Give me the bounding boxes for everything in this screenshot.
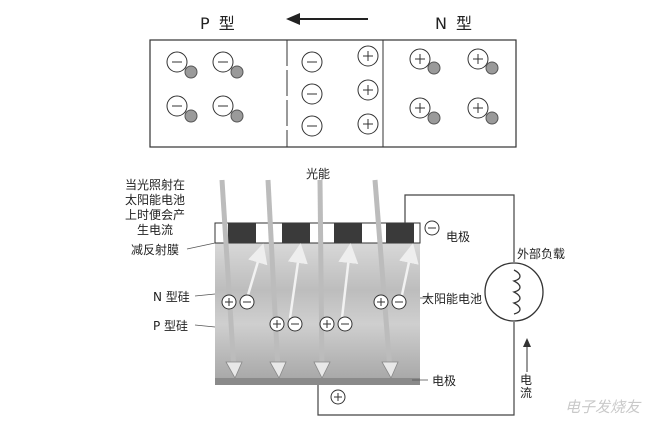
negative-ion-icon	[301, 83, 323, 105]
electron-icon	[485, 111, 499, 125]
hole-icon	[230, 109, 244, 123]
negative-ion-icon	[212, 95, 234, 117]
solar-cell-label: 太阳能电池	[422, 292, 483, 306]
electron-icon	[485, 61, 499, 75]
anti-reflection-film	[214, 222, 421, 244]
n-silicon-label: N 型硅	[153, 290, 190, 304]
positive-ion-icon	[409, 97, 431, 119]
sunlight-note-line: 太阳能电池	[125, 193, 186, 207]
junction-box	[149, 39, 517, 148]
negative-ion-icon	[166, 95, 188, 117]
sunlight-note-line: 生电流	[137, 223, 174, 237]
sunlight-note: 当光照射在 太阳能电池 上时便会产 生电流	[125, 178, 185, 238]
top-electrode-label: 电极	[446, 230, 471, 244]
electron-icon	[427, 111, 441, 125]
negative-ion-icon	[301, 51, 323, 73]
external-load-icon	[484, 262, 544, 322]
p-type-title: P 型	[200, 14, 237, 33]
positive-ion-icon	[409, 48, 431, 70]
sunlight-note-line: 当光照射在	[125, 178, 186, 192]
hole-icon	[184, 109, 198, 123]
electron-icon	[427, 61, 441, 75]
hole-icon	[230, 65, 244, 79]
anti-reflection-label: 减反射膜	[131, 243, 180, 257]
sunlight-note-line: 上时便会产	[125, 208, 186, 222]
external-circuit	[317, 194, 515, 416]
bottom-electrode-label: 电极	[432, 374, 457, 388]
carrier-paths	[246, 243, 419, 319]
external-load-label: 外部负载	[517, 247, 566, 261]
hole-icon	[184, 65, 198, 79]
light-ray-heads	[225, 361, 399, 379]
label-leaders	[186, 242, 432, 381]
top-electrode-fingers	[228, 223, 414, 243]
negative-ion-icon	[301, 115, 323, 137]
negative-ion-icon	[212, 51, 234, 73]
negative-ion-icon	[166, 51, 188, 73]
positive-ion-icon	[467, 97, 489, 119]
positive-ion-icon	[357, 45, 379, 67]
light-energy-label: 光能	[306, 167, 331, 181]
p-region-carriers	[166, 51, 244, 123]
current-arrow	[523, 338, 531, 372]
watermark-logo: 电子发烧友	[564, 398, 640, 416]
p-silicon-label: P 型硅	[153, 319, 189, 333]
drift-arrow	[286, 13, 368, 25]
bottom-electrode	[215, 378, 420, 385]
carrier-pairs	[221, 294, 407, 332]
positive-ion-icon	[357, 113, 379, 135]
positive-ion-icon	[357, 79, 379, 101]
positive-ion-icon	[467, 48, 489, 70]
current-label: 电流	[520, 373, 533, 400]
n-type-title: N 型	[435, 14, 475, 33]
depletion-ions	[301, 45, 379, 137]
light-rays	[219, 179, 393, 371]
n-region-carriers	[409, 48, 499, 125]
